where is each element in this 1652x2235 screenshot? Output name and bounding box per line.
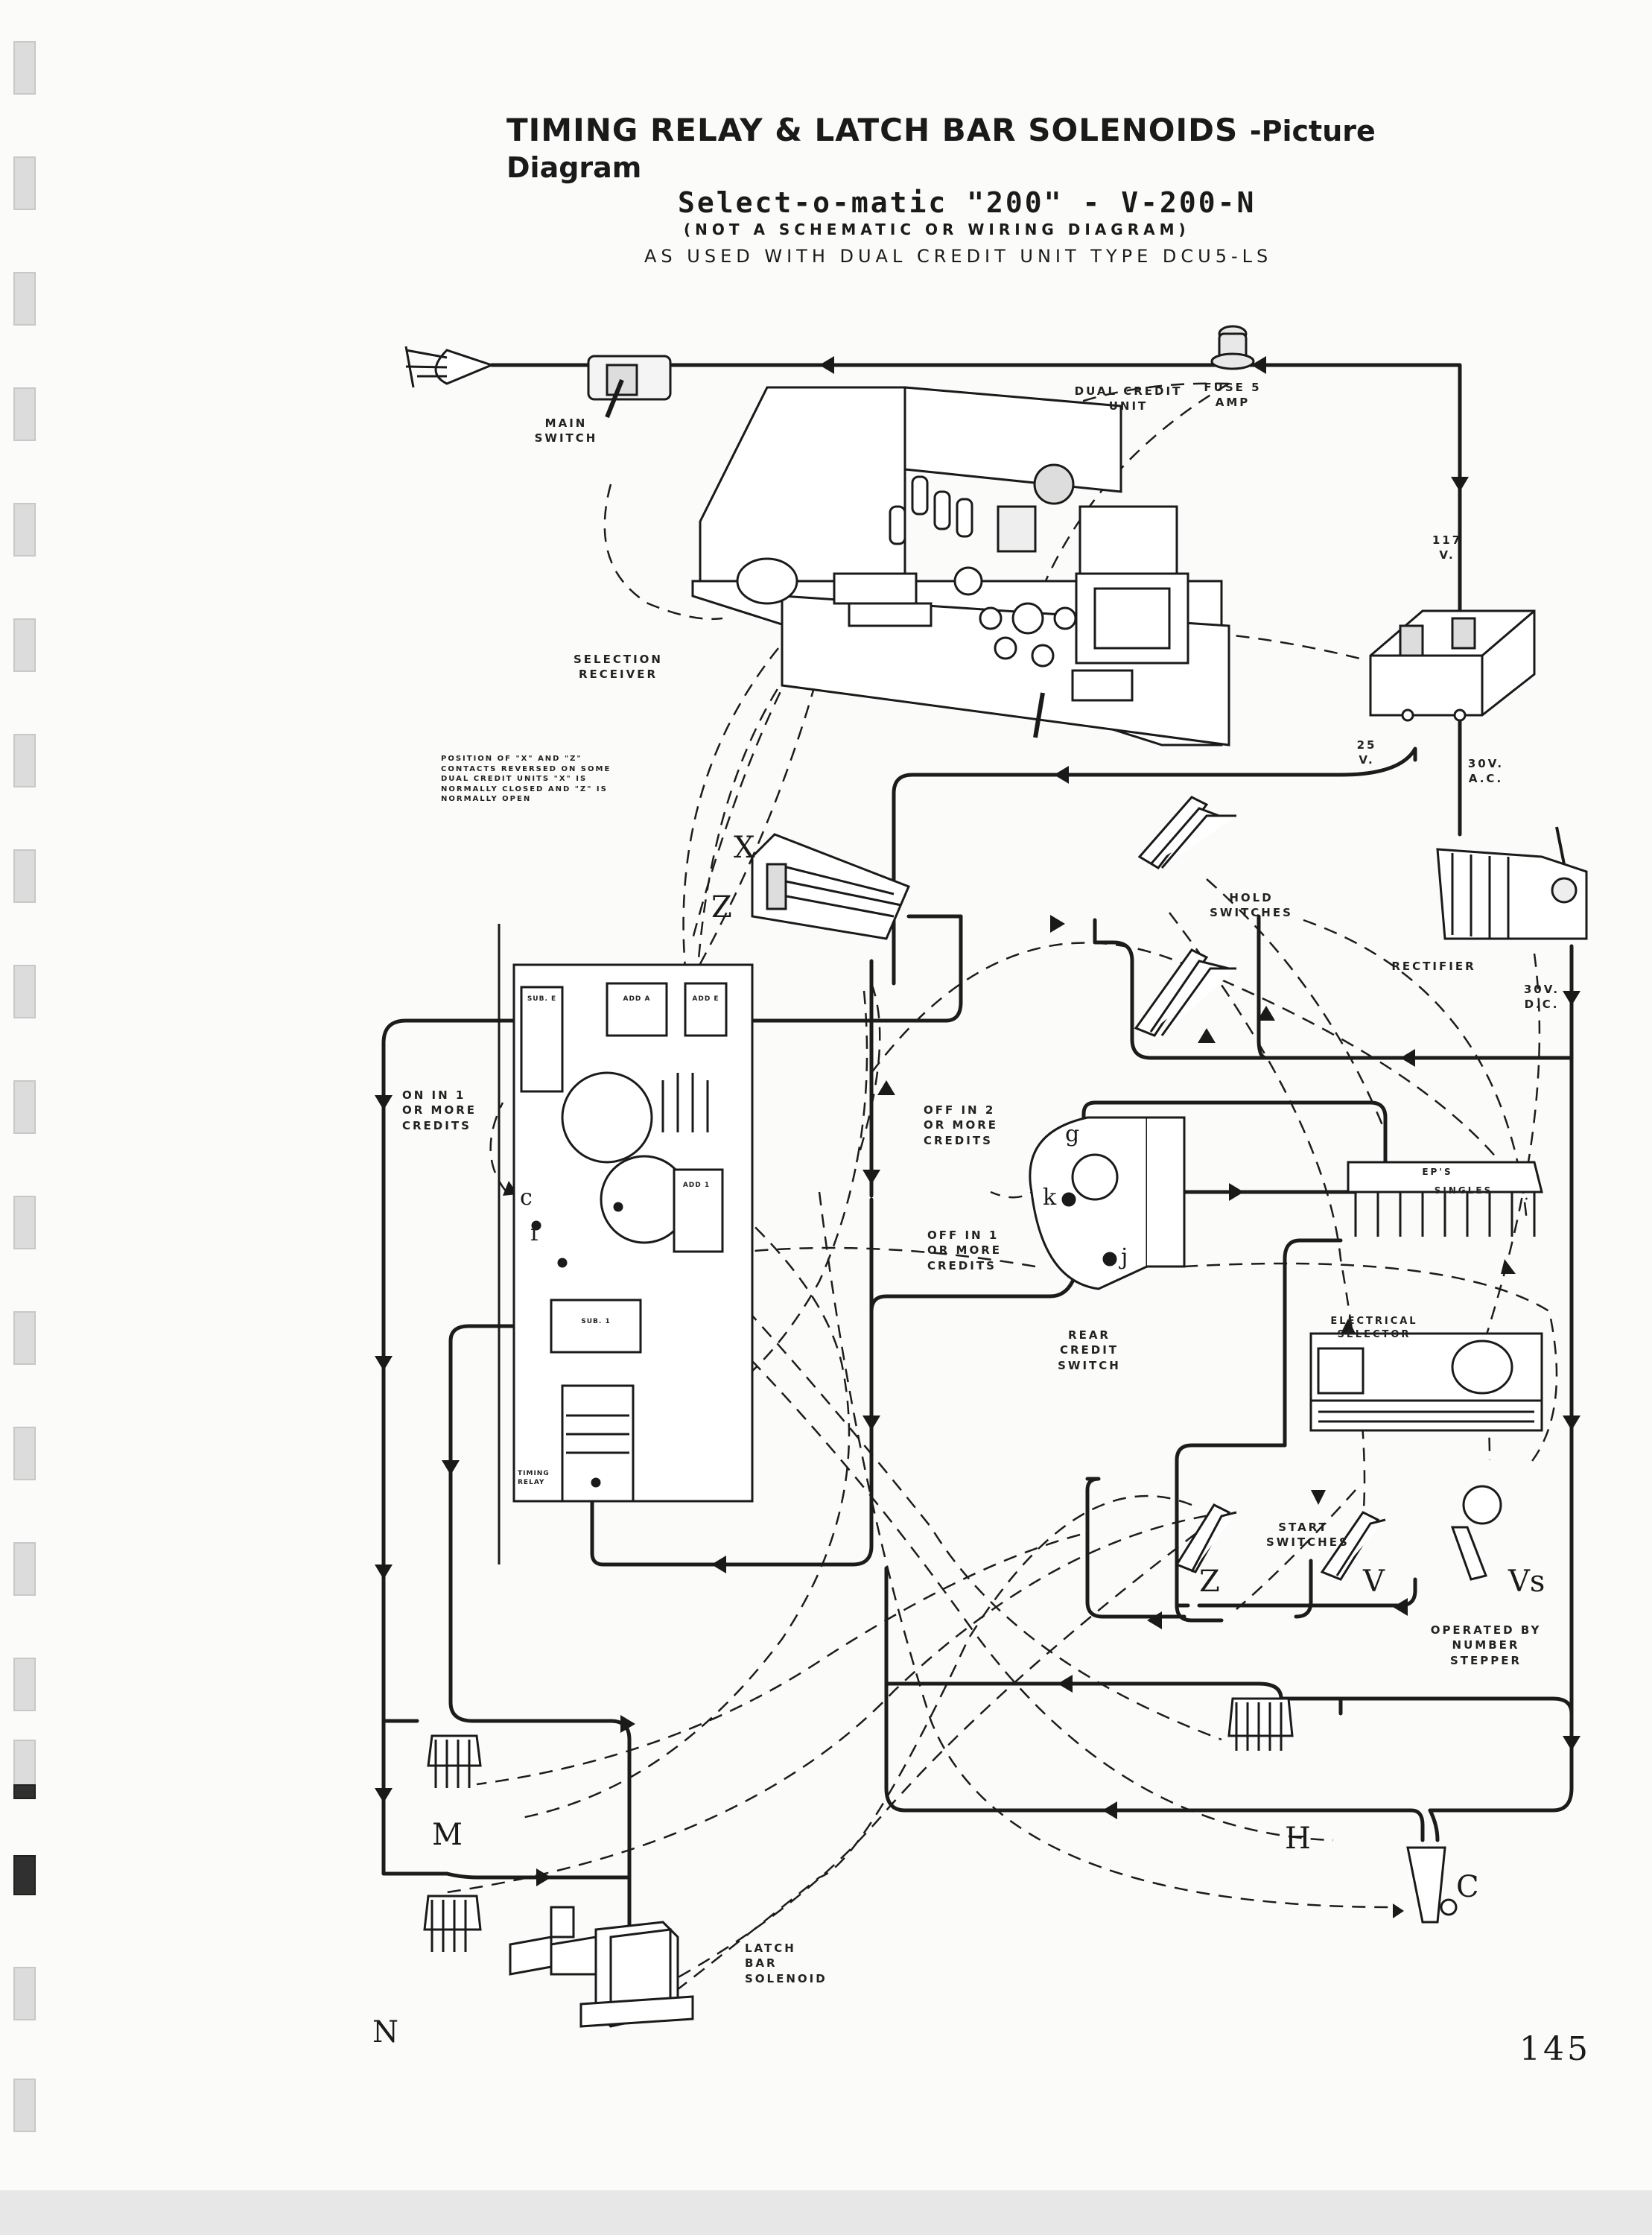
label-eps: EP'S [1422, 1167, 1453, 1177]
label-off-in-2: OFF IN 2 OR MORE CREDITS [924, 1103, 998, 1147]
relay-board-panel [498, 924, 754, 1564]
main-switch-icon [587, 355, 672, 419]
label-electrical-selector: ELECTRICAL SELECTOR [1330, 1316, 1418, 1340]
label-off-in-1: OFF IN 1 OR MORE CREDITS [927, 1229, 1002, 1272]
label-25v: 25 V. [1356, 738, 1377, 767]
letter-z: Z [711, 890, 732, 925]
letter-v: V [1363, 1564, 1385, 1599]
binder-hole [13, 272, 36, 326]
rectifier-icon [1436, 826, 1588, 940]
hold-switches-icon [1134, 796, 1236, 1037]
fuse-icon [1210, 325, 1255, 370]
letter-vs: Vs [1508, 1564, 1545, 1599]
letter-x: X [734, 831, 755, 865]
dual-credit-unit-chassis [691, 386, 1230, 746]
letter-h: H [1285, 1822, 1311, 1856]
scanner-bed-margin [0, 2190, 1652, 2235]
arrowheads [375, 356, 1580, 1991]
model-line: Select-o-matic "200" - V-200-N [678, 186, 1257, 219]
label-fuse: FUSE 5 AMP [1204, 381, 1262, 410]
binder-hole [13, 1658, 36, 1711]
label-add-a: ADD A [623, 995, 651, 1003]
binder-hole [13, 1967, 36, 2020]
label-on-in-1: ON IN 1 OR MORE CREDITS [402, 1088, 477, 1132]
binder-hole [13, 41, 36, 95]
binder-hole [13, 1080, 36, 1134]
letter-k-small: k [1043, 1185, 1057, 1211]
label-sub-e: SUB. E [527, 995, 557, 1003]
title-suffix: -Picture Diagram [506, 115, 1376, 184]
binder-hole [13, 618, 36, 672]
letter-c: C [1456, 1870, 1479, 1904]
label-selection-receiver: SELECTION RECEIVER [574, 653, 663, 682]
xz-contacts-icon [751, 833, 910, 940]
binder-hole-shadow [13, 1855, 36, 1895]
label-rear-credit-switch: REAR CREDIT SWITCH [1058, 1328, 1121, 1372]
letter-z-start: Z [1199, 1564, 1220, 1599]
label-add-1: ADD 1 [682, 1182, 711, 1189]
start-switches-icon [1175, 1485, 1502, 1581]
letter-c-small: c [520, 1185, 533, 1211]
label-operated-by: OPERATED BY NUMBER STEPPER [1430, 1623, 1542, 1667]
label-xz-note: POSITION OF "X" AND "Z" CONTACTS REVERSE… [441, 755, 611, 803]
electrical-selector-icon [1309, 1161, 1543, 1432]
usage-note: AS USED WITH DUAL CREDIT UNIT TYPE DCU5-… [644, 246, 1273, 267]
binder-hole [13, 503, 36, 557]
label-117v: 117 V. [1432, 533, 1463, 562]
label-30v-ac: 30V. A.C. [1467, 757, 1505, 786]
wires [381, 363, 1574, 1954]
binder-hole [13, 2079, 36, 2132]
latch-bar-solenoid-icon [509, 1906, 694, 2028]
power-plug-icon [404, 346, 495, 388]
title-main: TIMING RELAY & LATCH BAR SOLENOIDS [506, 112, 1239, 148]
label-rectifier: RECTIFIER [1391, 960, 1476, 973]
label-main-switch: MAIN SWITCH [534, 416, 598, 446]
letter-n: N [372, 2015, 398, 2049]
label-add-e: ADD E [692, 995, 719, 1003]
label-hold-switches: HOLD SWITCHES [1210, 891, 1293, 920]
binder-hole [13, 965, 36, 1018]
title-block: TIMING RELAY & LATCH BAR SOLENOIDS -Pict… [506, 112, 1437, 267]
letter-m: M [432, 1818, 463, 1852]
binder-hole [13, 734, 36, 787]
label-singles: SINGLES [1434, 1185, 1493, 1196]
binder-hole [13, 849, 36, 903]
letter-f-small: f [530, 1220, 539, 1246]
binder-hole [13, 1427, 36, 1480]
letter-g-small: g [1065, 1121, 1080, 1147]
relay-stacks-icon [423, 1697, 1458, 1952]
binder-hole [13, 1311, 36, 1365]
label-start-switches: START SWITCHES [1266, 1521, 1350, 1550]
page-number: 145 [1519, 2030, 1591, 2068]
disclaimer: (NOT A SCHEMATIC OR WIRING DIAGRAM) [684, 221, 1190, 238]
label-dual-credit-unit: DUAL CREDIT UNIT [1074, 384, 1183, 413]
binder-hole-shadow [13, 1784, 36, 1799]
label-timing-relay: TIMING RELAY [518, 1470, 550, 1487]
diagram-title: TIMING RELAY & LATCH BAR SOLENOIDS -Pict… [506, 112, 1437, 185]
transformer-icon [1369, 609, 1536, 722]
binder-hole [13, 1196, 36, 1249]
label-sub-1: SUB. 1 [581, 1318, 611, 1325]
letter-j-small: j [1121, 1244, 1128, 1270]
binder-hole [13, 387, 36, 441]
rear-credit-switch-icon [1029, 1116, 1186, 1290]
label-30v-dc: 30V. D.C. [1523, 983, 1560, 1012]
label-latch-bar-solenoid: LATCH BAR SOLENOID [745, 1941, 827, 1985]
binder-hole [13, 156, 36, 210]
binder-hole [13, 1542, 36, 1596]
